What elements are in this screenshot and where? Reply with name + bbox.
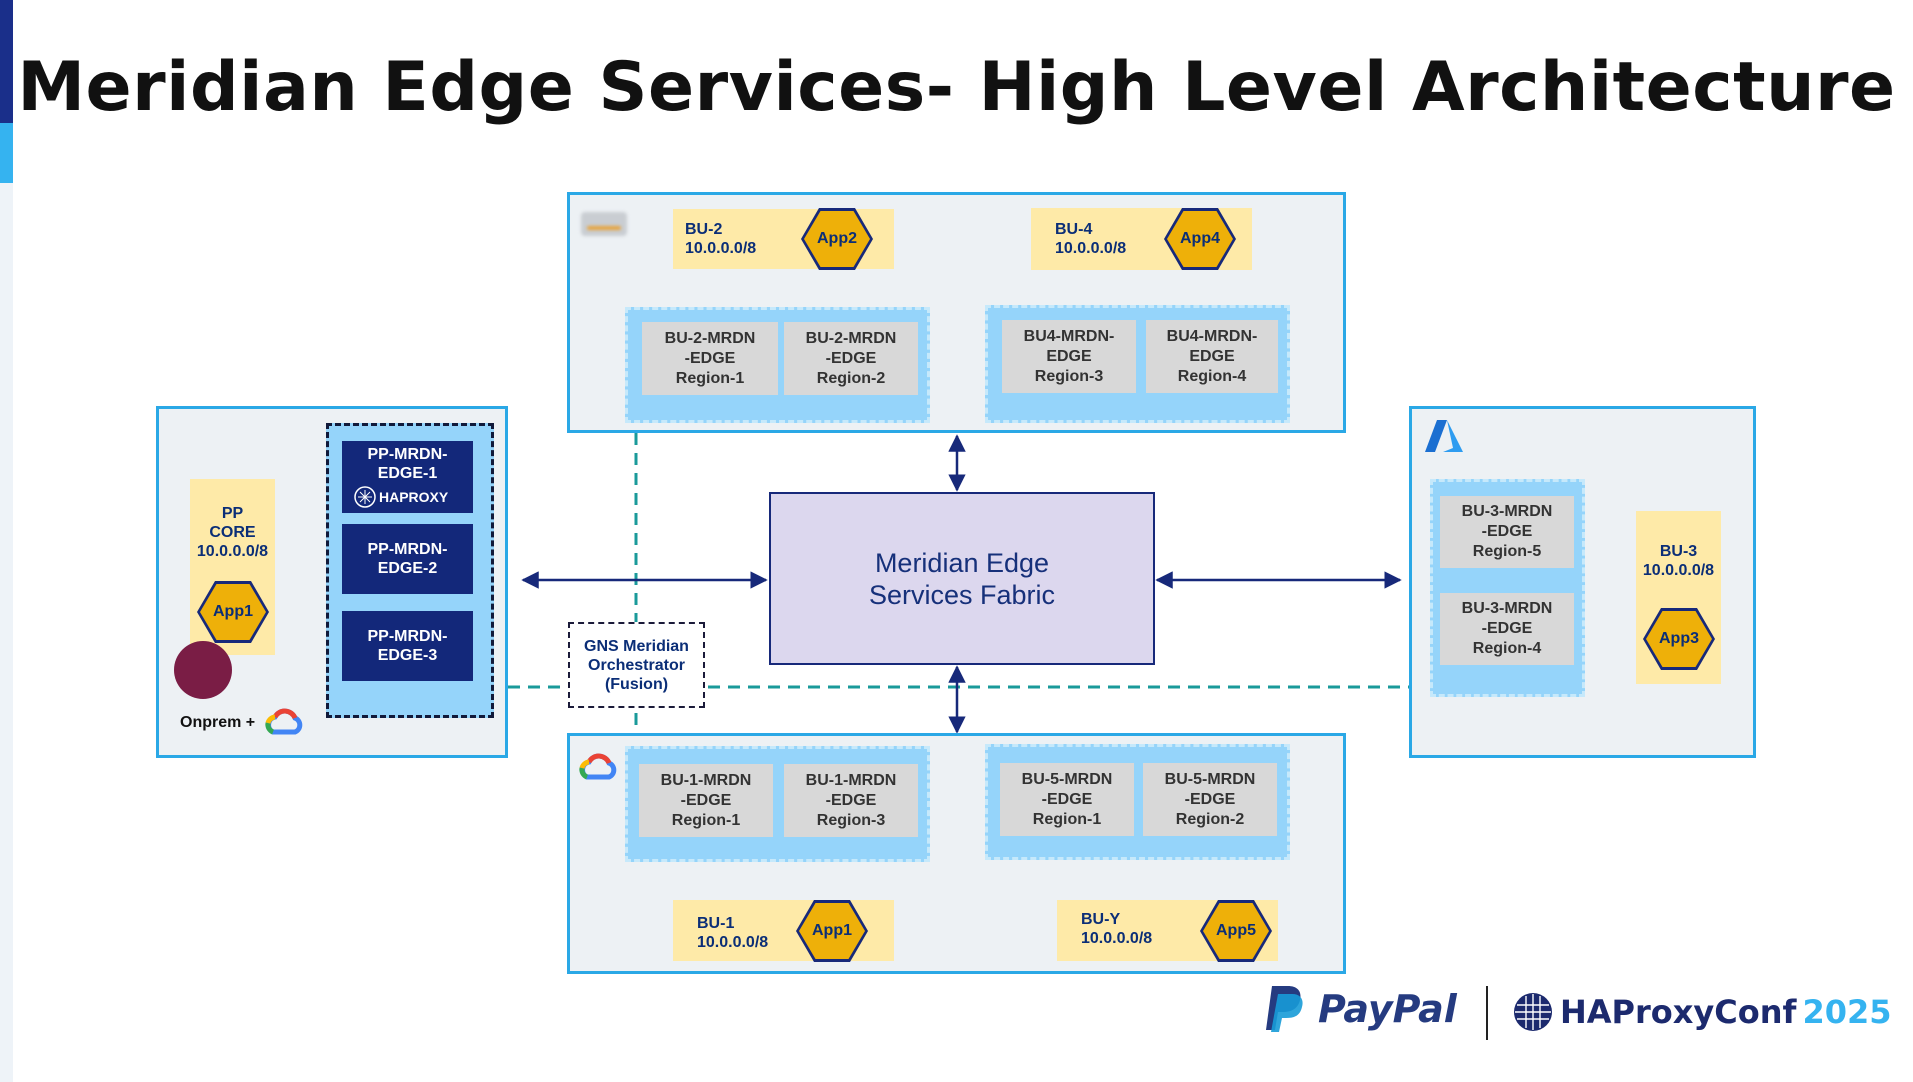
buy-block: BU-Y 10.0.0.0/8 App5 [1057, 900, 1278, 962]
bu4-region-4: BU4-MRDN- EDGE Region-4 [1146, 320, 1278, 393]
bu5-region-1: BU-5-MRDN -EDGE Region-1 [1000, 763, 1134, 836]
bu3-label: BU-3 10.0.0.0/8 [1642, 543, 1715, 579]
bu2-block: BU-2 10.0.0.0/8 App2 [673, 208, 894, 270]
bu1-label: BU-1 10.0.0.0/8 [697, 915, 769, 951]
bu4-block: BU-4 10.0.0.0/8 App4 [1031, 208, 1252, 270]
onprem-footer-label: Onprem + [180, 714, 256, 731]
app2-hexagon: App2 [801, 208, 873, 270]
app1-gcp-label: App1 [799, 903, 865, 959]
buy-label: BU-Y 10.0.0.0/8 [1081, 911, 1153, 947]
app2-label: App2 [804, 211, 870, 267]
bu3-region-5: BU-3-MRDN -EDGE Region-5 [1440, 496, 1574, 568]
pp-edge-2: PP-MRDN- EDGE-2 [342, 524, 473, 594]
haproxy-logo-icon: HAPROXY [354, 486, 448, 508]
app4-hexagon: App4 [1164, 208, 1236, 270]
bu4-region-3: BU4-MRDN- EDGE Region-3 [1002, 320, 1136, 393]
accent-stripe-light [0, 123, 13, 183]
app3-label: App3 [1646, 611, 1712, 667]
bu1-region-3: BU-1-MRDN -EDGE Region-3 [784, 764, 918, 837]
meridian-fabric: Meridian Edge Services Fabric [769, 492, 1155, 665]
app5-label: App5 [1203, 903, 1269, 959]
app1-gcp-hexagon: App1 [796, 900, 868, 962]
google-cloud-icon [263, 706, 305, 738]
bu5-region-2: BU-5-MRDN -EDGE Region-2 [1143, 763, 1277, 836]
accent-stripe-dark [0, 0, 13, 123]
paypal-logo: PayPal [1264, 983, 1457, 1035]
pp-edge-1-label: PP-MRDN- EDGE-1 [367, 446, 448, 482]
paypal-wordmark: PayPal [1318, 987, 1457, 1031]
accent-stripe-pale [0, 183, 13, 1082]
haproxyconf-year: 2025 [1802, 993, 1892, 1031]
haproxyconf-logo: HAProxyConf 2025 [1512, 990, 1892, 1034]
aws-logo-icon [581, 212, 627, 236]
footer-divider [1486, 986, 1488, 1040]
bu1-region-1: BU-1-MRDN -EDGE Region-1 [639, 764, 773, 837]
app4-label: App4 [1167, 211, 1233, 267]
pp-core-label: PP CORE 10.0.0.0/8 [196, 505, 269, 560]
app3-hexagon: App3 [1643, 608, 1715, 670]
pp-edge-3: PP-MRDN- EDGE-3 [342, 611, 473, 681]
azure-logo-icon [1423, 418, 1465, 454]
page-title: Meridian Edge Services- High Level Archi… [17, 48, 1896, 127]
haproxy-badge-label: HAPROXY [379, 489, 449, 505]
bu4-label: BU-4 10.0.0.0/8 [1055, 221, 1127, 257]
google-cloud-icon [577, 751, 619, 783]
bu3-region-4: BU-3-MRDN -EDGE Region-4 [1440, 593, 1574, 665]
haproxyconf-name: HAProxyConf [1560, 993, 1797, 1031]
bu2-label: BU-2 10.0.0.0/8 [685, 221, 757, 257]
pp-edge-1: PP-MRDN- EDGE-1 [342, 441, 473, 513]
bu2-region-2: BU-2-MRDN -EDGE Region-2 [784, 322, 918, 395]
bu1-block: BU-1 10.0.0.0/8 App1 [673, 900, 894, 962]
app1-onprem-hexagon: App1 [197, 581, 269, 643]
gns-orchestrator: GNS Meridian Orchestrator (Fusion) [568, 622, 705, 708]
haproxy-logo-icon [1514, 993, 1552, 1031]
status-circle [174, 641, 232, 699]
app5-hexagon: App5 [1200, 900, 1272, 962]
pp-core-block: PP CORE 10.0.0.0/8 App1 [190, 479, 275, 655]
app1-onprem-label: App1 [200, 584, 266, 640]
paypal-logo-icon [1266, 986, 1303, 1032]
bu3-block: BU-3 10.0.0.0/8 App3 [1636, 511, 1721, 684]
bu2-region-1: BU-2-MRDN -EDGE Region-1 [642, 322, 778, 395]
